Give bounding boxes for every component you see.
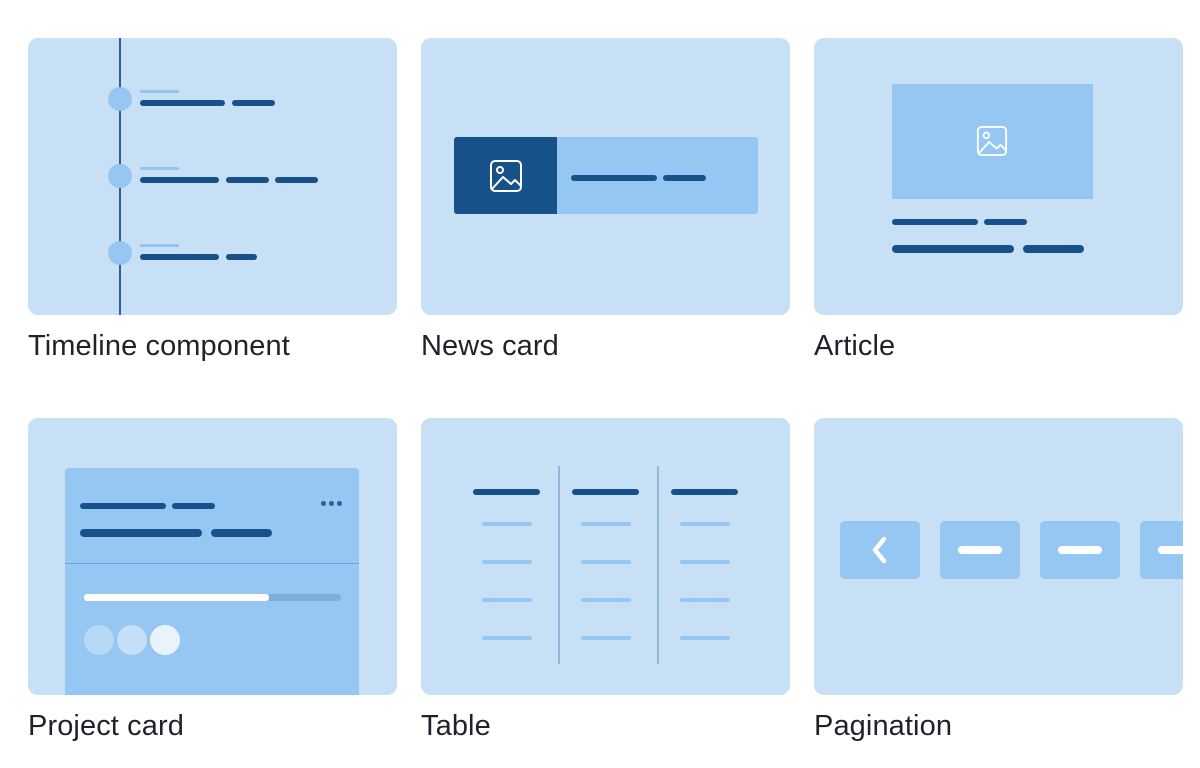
- timeline-entry-meta: [232, 100, 275, 106]
- tile-news-card[interactable]: News card: [421, 38, 790, 362]
- progress-bar-fill: [84, 594, 270, 601]
- table-header-cell: [473, 489, 540, 495]
- progress-bar: [84, 594, 341, 601]
- table-header-cell: [572, 489, 639, 495]
- image-placeholder-icon: [976, 125, 1008, 157]
- timeline-node: [108, 241, 132, 265]
- pagination-page-button: [940, 521, 1020, 579]
- avatar: [117, 625, 147, 655]
- tile-timeline-component[interactable]: Timeline component: [28, 38, 397, 362]
- timeline-entry-title: [140, 254, 219, 260]
- table-cell: [680, 636, 730, 640]
- article-thumbnail: [814, 38, 1183, 315]
- page-number-placeholder: [958, 546, 1002, 554]
- timeline-entry-title: [140, 177, 219, 183]
- timeline-node: [108, 87, 132, 111]
- image-placeholder-icon: [490, 160, 522, 192]
- timeline-node: [108, 164, 132, 188]
- timeline-thumbnail: [28, 38, 397, 315]
- table-cell: [680, 522, 730, 526]
- article-text-line: [892, 245, 1014, 253]
- project-subtitle-line: [80, 529, 202, 537]
- timeline-entry-meta: [226, 177, 269, 183]
- tile-label: News card: [421, 330, 559, 362]
- project-card-divider: [65, 563, 359, 564]
- pagination-prev-button: [840, 521, 920, 579]
- article-text-line: [892, 219, 978, 225]
- table-cell: [680, 598, 730, 602]
- tile-label: Article: [814, 330, 896, 362]
- table-thumbnail: [421, 418, 790, 695]
- more-horizontal-icon[interactable]: [321, 501, 342, 506]
- tile-label: Table: [421, 710, 491, 742]
- article-text-line: [1023, 245, 1084, 253]
- news-card-title-line: [571, 175, 657, 181]
- project-title-line: [172, 503, 215, 509]
- timeline-entry-caption: [140, 244, 179, 247]
- pagination-page-button: [1040, 521, 1120, 579]
- table-cell: [482, 636, 532, 640]
- table-cell: [581, 560, 631, 564]
- page-number-placeholder: [1158, 546, 1183, 554]
- news-card-image: [454, 137, 557, 214]
- table-cell: [482, 560, 532, 564]
- tile-label: Pagination: [814, 710, 953, 742]
- pagination-page-button: [1140, 521, 1183, 579]
- avatar: [84, 625, 114, 655]
- news-card-thumbnail: [421, 38, 790, 315]
- table-header-cell: [671, 489, 738, 495]
- tile-label: Project card: [28, 710, 184, 742]
- timeline-entry-caption: [140, 90, 179, 93]
- pagination-thumbnail: [814, 418, 1183, 695]
- article-image: [892, 84, 1093, 199]
- project-title-line: [80, 503, 166, 509]
- timeline-entry-caption: [140, 167, 179, 170]
- tile-pagination[interactable]: Pagination: [814, 418, 1183, 742]
- table-column-divider: [558, 466, 560, 664]
- project-card-thumbnail: [28, 418, 397, 695]
- table-column-divider: [657, 466, 659, 664]
- article-text-line: [984, 219, 1027, 225]
- news-card-preview: [454, 137, 758, 214]
- timeline-entry-title: [140, 100, 225, 106]
- table-cell: [581, 598, 631, 602]
- project-card-preview: [65, 468, 359, 695]
- page-number-placeholder: [1058, 546, 1102, 554]
- table-cell: [482, 598, 532, 602]
- project-subtitle-line: [211, 529, 272, 537]
- tile-article[interactable]: Article: [814, 38, 1183, 362]
- news-card-meta-line: [663, 175, 706, 181]
- tile-table[interactable]: Table: [421, 418, 790, 742]
- timeline-entry-meta: [226, 254, 257, 260]
- timeline-entry-meta: [275, 177, 318, 183]
- tile-project-card[interactable]: Project card: [28, 418, 397, 742]
- table-cell: [581, 636, 631, 640]
- tile-label: Timeline component: [28, 330, 290, 362]
- chevron-left-icon: [872, 536, 887, 564]
- table-cell: [680, 560, 730, 564]
- avatar: [150, 625, 180, 655]
- table-cell: [581, 522, 631, 526]
- table-cell: [482, 522, 532, 526]
